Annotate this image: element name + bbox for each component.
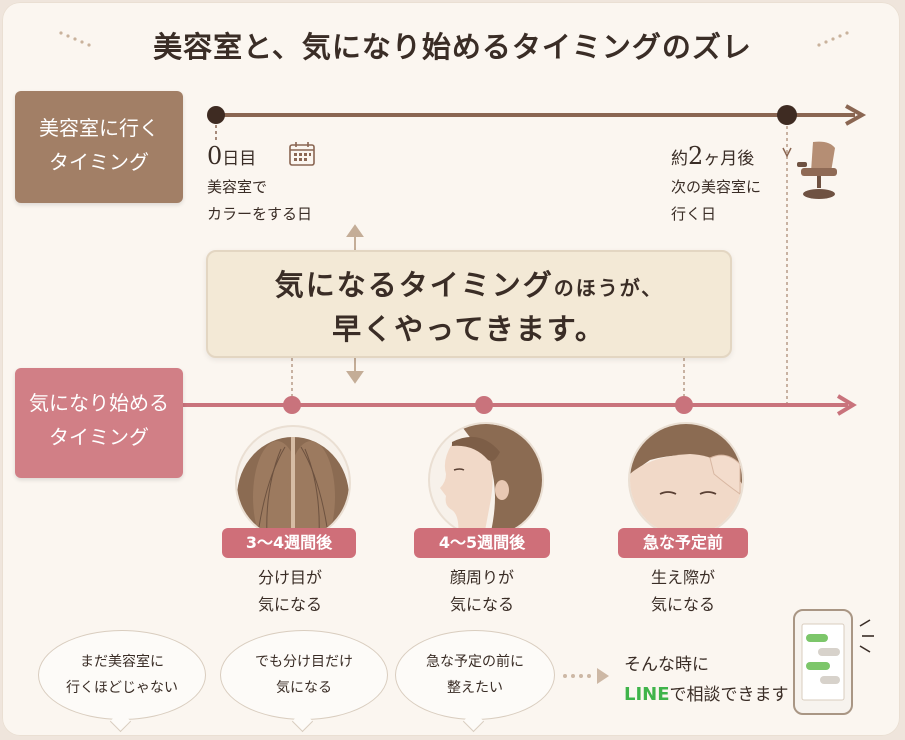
end-unit: ヶ月後: [703, 149, 755, 169]
step1-line1: 分け目が: [257, 568, 322, 587]
callout-line1: 気になるタイミングのほうが、: [208, 262, 730, 304]
title-dots-left: [59, 31, 91, 47]
salon-timeline-arrowhead: [845, 104, 867, 126]
salon-start-desc: 美容室で カラーをする日: [207, 174, 312, 228]
callout-line1-main: 気になるタイミング: [274, 268, 554, 302]
page-title: 美容室と、気になり始めるタイミングのズレ: [153, 30, 752, 64]
concern-timeline-arrowhead: [836, 394, 857, 416]
title-dots-right: [817, 31, 849, 47]
line-brand-text: LINE: [624, 684, 670, 705]
cta-text: そんな時に LINEで相談できます: [624, 650, 789, 710]
salon-end-label: 約2ヶ月後: [671, 142, 754, 170]
salon-label-line1: 美容室に行く: [39, 116, 159, 140]
end-number: 2: [688, 142, 704, 170]
bubble3-line1: 急な予定の前に: [426, 654, 524, 670]
salon-label-line2: タイミング: [49, 150, 149, 174]
step-desc-1: 分け目が 気になる: [220, 564, 360, 618]
step-desc-3: 生え際が 気になる: [613, 564, 753, 618]
smartphone-chat-icon: [793, 609, 874, 715]
bubble2-line1: でも分け目だけ: [255, 654, 353, 670]
step-badge-2: 4〜5週間後: [414, 528, 550, 558]
up-down-arrow-icon: [346, 224, 364, 384]
face-profile-illustration: [428, 422, 544, 538]
callout-line2: 早くやってきます。: [332, 312, 606, 346]
hairline-illustration: [628, 422, 744, 538]
key-message-callout: 気になるタイミングのほうが、 早くやってきます。: [206, 250, 732, 358]
flow-arrow-icon: [597, 668, 609, 684]
salon-chair-icon: [797, 141, 837, 199]
bubble2-line2: 気になる: [276, 680, 332, 696]
cta-line2-rest: で相談できます: [669, 685, 789, 705]
callout-line1-tail: のほうが、: [553, 276, 664, 300]
salon-end-desc: 次の美容室に 行く日: [671, 174, 761, 228]
end-prefix: 約: [671, 149, 688, 169]
start-desc-line1: 美容室で: [207, 178, 268, 196]
speech-bubble-2: でも分け目だけ 気になる: [220, 630, 388, 733]
concern-marker-1: [283, 396, 301, 414]
step3-line1: 生え際が: [650, 568, 715, 587]
bubble3-line2: 整えたい: [447, 680, 503, 696]
salon-timing-label: 美容室に行く タイミング: [15, 91, 183, 203]
cta-line1: そんな時に: [624, 655, 709, 675]
concern-label-line1: 気になり始める: [29, 391, 169, 415]
calendar-icon: [289, 142, 315, 166]
step2-line1: 顔周りが: [449, 568, 514, 587]
speech-bubble-3: 急な予定の前に 整えたい: [395, 630, 555, 733]
concern-marker-3: [675, 396, 693, 414]
step1-line2: 気になる: [257, 595, 322, 614]
flow-dots: [563, 674, 591, 678]
concern-timing-label: 気になり始める タイミング: [15, 368, 183, 478]
salon-start-marker: [207, 106, 225, 124]
bubble1-line2: 行くほどじゃない: [66, 680, 178, 696]
step-desc-2: 顔周りが 気になる: [412, 564, 552, 618]
hair-part-illustration: [235, 425, 351, 541]
end-desc-line2: 行く日: [671, 205, 717, 223]
concern-marker-2: [475, 396, 493, 414]
step3-line2: 気になる: [650, 595, 715, 614]
step2-line2: 気になる: [449, 595, 514, 614]
end-desc-line1: 次の美容室に: [671, 178, 762, 196]
start-desc-line2: カラーをする日: [207, 205, 313, 223]
salon-start-label: 0日目: [207, 142, 256, 170]
start-day-unit: 日目: [222, 149, 257, 169]
start-day-number: 0: [207, 142, 223, 170]
step-badge-3: 急な予定前: [618, 528, 748, 558]
concern-label-line2: タイミング: [49, 425, 149, 449]
speech-bubble-1: まだ美容室に 行くほどじゃない: [38, 630, 206, 733]
bubble1-line1: まだ美容室に: [80, 654, 164, 670]
salon-end-marker: [777, 105, 797, 125]
step-badge-1: 3〜4週間後: [222, 528, 356, 558]
